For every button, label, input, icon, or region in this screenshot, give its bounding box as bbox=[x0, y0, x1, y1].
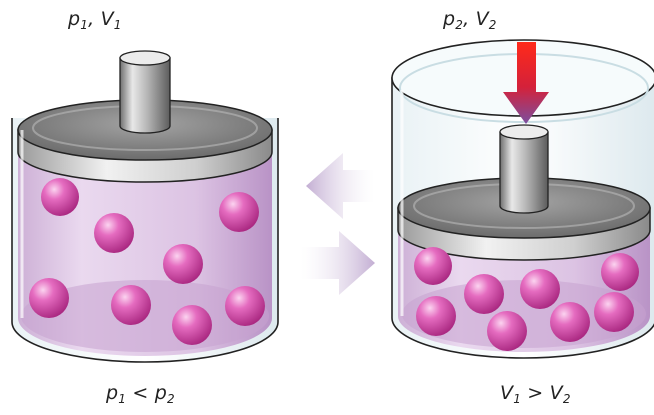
right-arrow-icon bbox=[300, 231, 375, 295]
molecule-group-right bbox=[414, 247, 639, 351]
left-cylinder bbox=[11, 50, 279, 363]
molecule-group-left bbox=[29, 178, 265, 345]
label-right-state: p2, V2 bbox=[443, 8, 497, 32]
label-pressure-relation: p1 < p2 bbox=[106, 382, 175, 406]
label-volume-relation: V1 > V2 bbox=[500, 382, 571, 406]
down-arrow-icon bbox=[503, 42, 549, 124]
label-left-state: p1, V1 bbox=[68, 8, 122, 32]
right-cylinder bbox=[391, 39, 654, 359]
left-arrow-icon bbox=[306, 153, 375, 219]
